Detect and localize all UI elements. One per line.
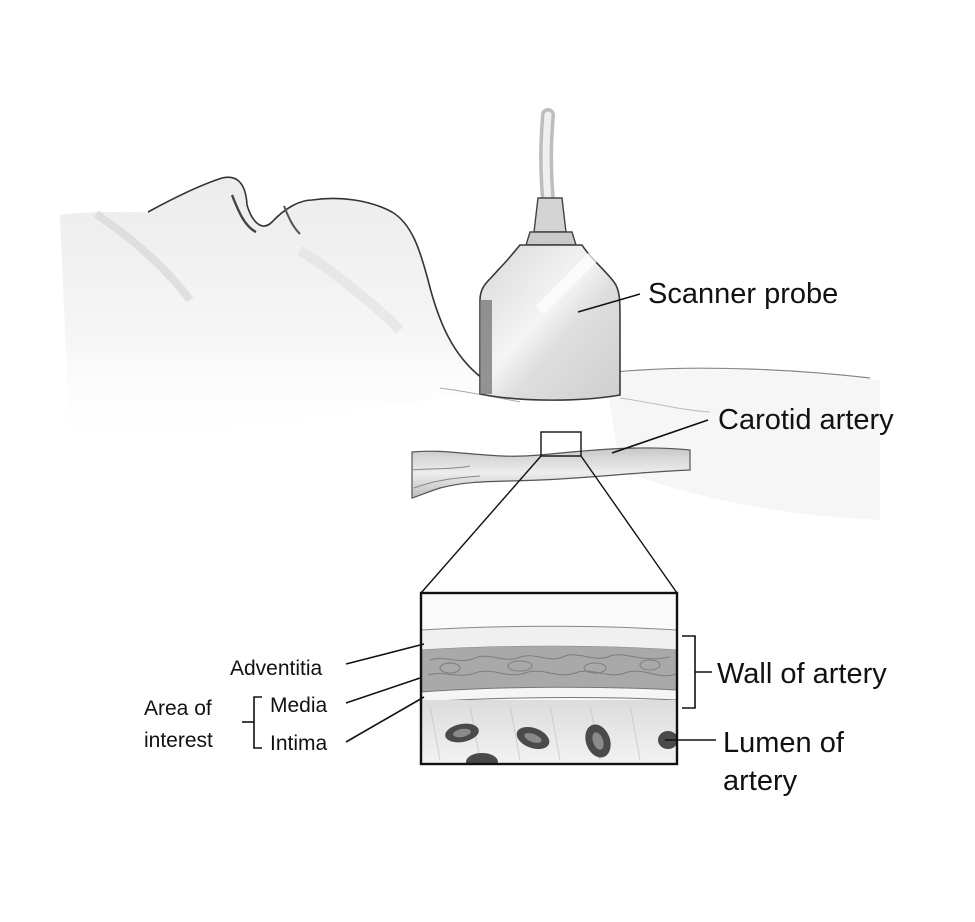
label-area-line2: interest [144, 729, 213, 752]
leader-lines [242, 293, 716, 749]
wall-bracket [682, 635, 696, 709]
intima-leader [345, 696, 425, 743]
probe-leader [577, 293, 641, 313]
carotid-artery [411, 431, 691, 499]
red-blood-cells [445, 723, 677, 764]
label-adventitia: Adventitia [230, 657, 323, 680]
zoom-frame [419, 591, 679, 766]
intima-layer [421, 686, 677, 703]
label-lumen-line2: artery [723, 765, 798, 797]
area-bracket [253, 696, 262, 749]
label-intima: Intima [270, 732, 328, 755]
patient-head [60, 176, 483, 450]
label-media: Media [270, 694, 328, 717]
scanner-probe [479, 108, 621, 401]
patient-shoulder [439, 367, 880, 520]
zoom-region-marker [540, 431, 582, 457]
zoom-line-right [580, 455, 678, 594]
media-leader [345, 677, 421, 704]
adventitia-leader [345, 643, 425, 665]
zoom-line-left [420, 455, 542, 594]
magnified-artery-section [419, 591, 679, 766]
artery-leader [611, 419, 709, 454]
label-scanner-probe: Scanner probe [648, 278, 838, 310]
media-layer [421, 646, 677, 692]
label-carotid-artery: Carotid artery [718, 404, 894, 436]
label-area-line1: Area of [144, 697, 212, 720]
label-lumen-line1: Lumen of [723, 727, 845, 759]
label-wall-of-artery: Wall of artery [717, 658, 887, 690]
